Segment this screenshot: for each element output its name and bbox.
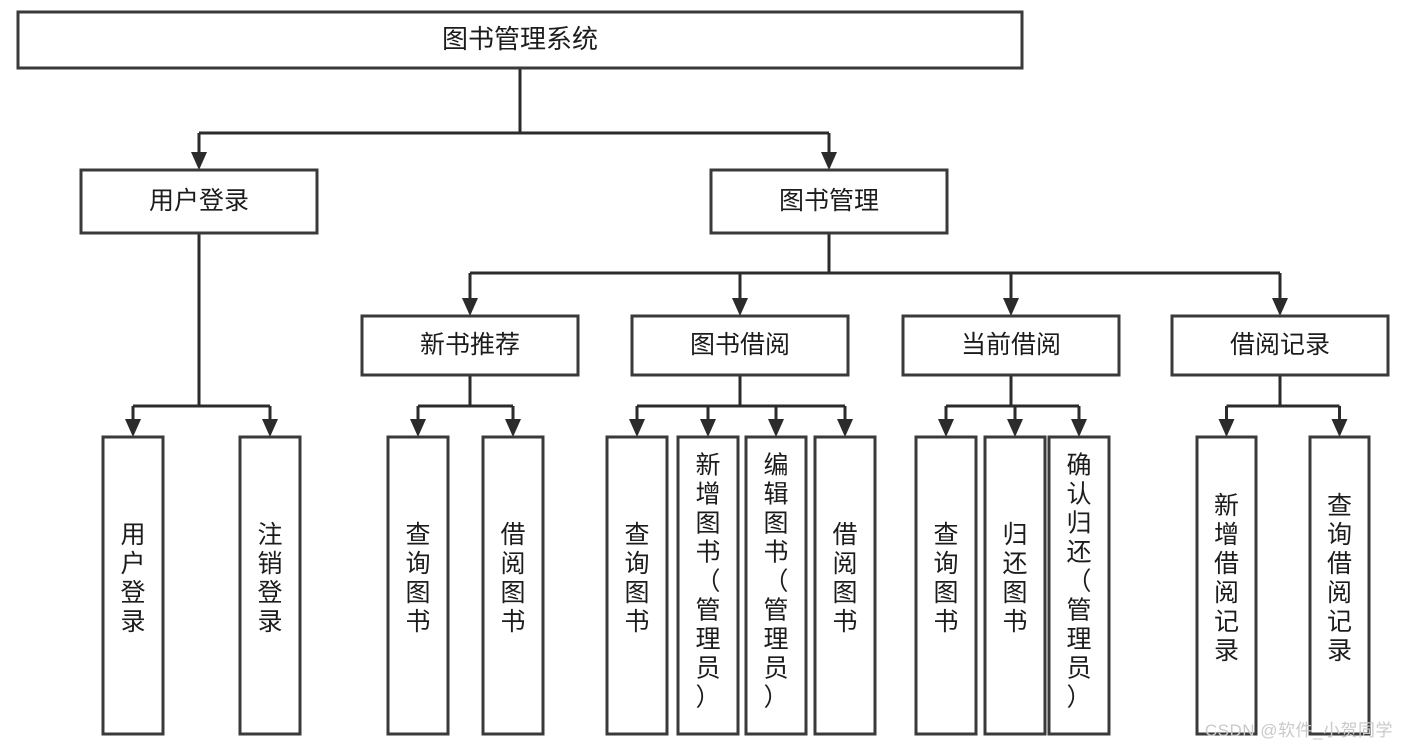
node-l3-0-box xyxy=(360,314,580,377)
node-leaf-11-label: 新增借阅记录 xyxy=(1214,492,1239,665)
node-leaf-9[interactable]: 归还图书 xyxy=(983,435,1047,736)
edge-leaf-0-1 xyxy=(262,406,278,437)
node-l2-0[interactable]: 用户登录 xyxy=(79,168,319,235)
connectors-layer xyxy=(125,68,1348,437)
node-leaf-5-label: 新增图书（管理员） xyxy=(695,452,720,712)
node-leaf-12-box xyxy=(1308,435,1371,736)
edge-leaf-2-3 xyxy=(837,406,853,437)
node-leaf-7-label: 借阅图书 xyxy=(832,521,857,636)
node-leaf-8-box xyxy=(914,435,978,736)
node-l3-0[interactable]: 新书推荐 xyxy=(360,314,580,377)
node-l3-1[interactable]: 图书借阅 xyxy=(630,314,850,377)
node-leaf-10[interactable]: 确认归还（管理员） xyxy=(1047,435,1111,736)
node-leaf-6-label: 编辑图书（管理员） xyxy=(763,452,788,712)
node-leaf-2[interactable]: 查询图书 xyxy=(386,435,450,736)
node-leaf-3-box xyxy=(481,435,545,736)
node-leaf-1[interactable]: 注销登录 xyxy=(238,435,302,736)
node-root-system-label: 图书管理系统 xyxy=(442,24,598,54)
edge-mgr-to-l3-3 xyxy=(1272,273,1288,316)
node-leaf-6-box xyxy=(744,435,808,736)
node-l3-2-box xyxy=(901,314,1121,377)
node-leaf-8-label: 查询图书 xyxy=(933,521,958,636)
node-leaf-10-box xyxy=(1047,435,1111,736)
node-leaf-12-label: 查询借阅记录 xyxy=(1327,492,1352,665)
node-l3-3[interactable]: 借阅记录 xyxy=(1170,314,1390,377)
node-leaf-8[interactable]: 查询图书 xyxy=(914,435,978,736)
node-l3-3-label: 借阅记录 xyxy=(1230,331,1330,359)
edge-leaf-4-0 xyxy=(1218,406,1235,437)
edge-leaf-2-2 xyxy=(768,406,784,437)
node-leaf-6[interactable]: 编辑图书（管理员） xyxy=(744,435,808,736)
node-l2-1-box xyxy=(709,168,949,235)
node-leaf-0[interactable]: 用户登录 xyxy=(101,435,165,736)
edge-leaf-1-1 xyxy=(505,406,521,437)
node-leaf-10-label: 确认归还（管理员） xyxy=(1066,452,1091,712)
node-leaf-2-box xyxy=(386,435,450,736)
node-leaf-0-box xyxy=(101,435,165,736)
node-l3-3-box xyxy=(1170,314,1390,377)
edge-leaf-4-1 xyxy=(1331,406,1348,437)
node-leaf-4[interactable]: 查询图书 xyxy=(605,435,669,736)
edge-leaf-2-0 xyxy=(629,406,645,437)
edge-leaf-3-0 xyxy=(938,406,954,437)
edge-leaf-2-1 xyxy=(700,406,716,437)
node-l3-0-label: 新书推荐 xyxy=(420,331,520,359)
edge-root-to-l2-0 xyxy=(191,133,207,170)
edge-mgr-to-l3-2 xyxy=(1003,273,1019,316)
node-root-system-box xyxy=(16,10,1024,70)
edge-leaf-3-1 xyxy=(1007,406,1023,437)
edge-root-to-l2-1 xyxy=(821,133,837,170)
node-l2-0-label: 用户登录 xyxy=(149,187,249,215)
node-leaf-11[interactable]: 新增借阅记录 xyxy=(1195,435,1258,736)
node-leaf-1-label: 注销登录 xyxy=(257,521,282,636)
node-leaf-2-label: 查询图书 xyxy=(405,521,430,636)
node-l2-1[interactable]: 图书管理 xyxy=(709,168,949,235)
node-leaf-3[interactable]: 借阅图书 xyxy=(481,435,545,736)
edge-mgr-to-l3-0 xyxy=(462,273,478,316)
node-leaf-9-label: 归还图书 xyxy=(1002,521,1027,636)
csdn-watermark: CSDN @软件_小贺同学 xyxy=(1204,721,1393,740)
node-leaf-5-box xyxy=(676,435,740,736)
boxes-layer: 图书管理系统用户登录图书管理新书推荐图书借阅当前借阅借阅记录用户登录注销登录查询… xyxy=(16,10,1390,736)
node-leaf-0-label: 用户登录 xyxy=(120,521,145,636)
edge-leaf-3-2 xyxy=(1071,406,1087,437)
node-l3-2-label: 当前借阅 xyxy=(961,331,1061,359)
edge-mgr-to-l3-1 xyxy=(732,273,748,316)
node-leaf-4-label: 查询图书 xyxy=(624,521,649,636)
node-leaf-1-box xyxy=(238,435,302,736)
node-leaf-4-box xyxy=(605,435,669,736)
node-l2-1-label: 图书管理 xyxy=(779,187,879,215)
node-leaf-3-label: 借阅图书 xyxy=(500,521,525,636)
node-leaf-12[interactable]: 查询借阅记录 xyxy=(1308,435,1371,736)
edge-leaf-1-0 xyxy=(410,406,426,437)
node-leaf-7[interactable]: 借阅图书 xyxy=(813,435,877,736)
node-leaf-11-box xyxy=(1195,435,1258,736)
node-leaf-9-box xyxy=(983,435,1047,736)
node-l3-2[interactable]: 当前借阅 xyxy=(901,314,1121,377)
node-leaf-7-box xyxy=(813,435,877,736)
node-l3-1-box xyxy=(630,314,850,377)
edge-leaf-0-0 xyxy=(125,406,141,437)
node-root-system[interactable]: 图书管理系统 xyxy=(16,10,1024,70)
node-leaf-5[interactable]: 新增图书（管理员） xyxy=(676,435,740,736)
node-l3-1-label: 图书借阅 xyxy=(690,331,790,359)
node-l2-0-box xyxy=(79,168,319,235)
